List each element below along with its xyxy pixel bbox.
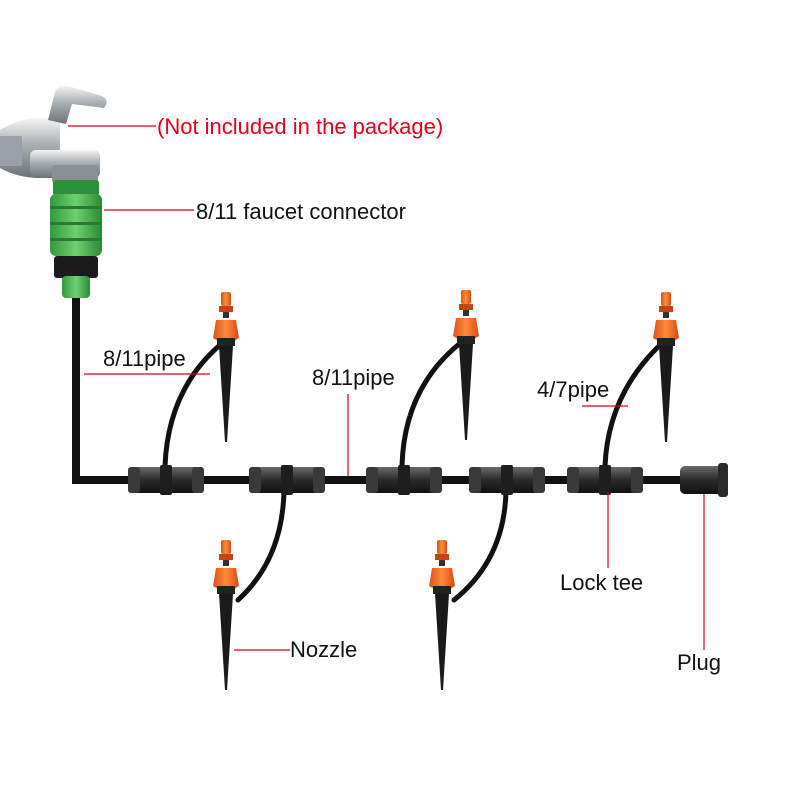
pipe-branch-label: 4/7pipe [537, 377, 609, 402]
faucet-connector-label: 8/11 faucet connector [196, 199, 406, 224]
lock-tee-1 [128, 465, 204, 495]
nozzle-5 [429, 540, 455, 690]
nozzle-3 [653, 292, 679, 442]
nozzle-4 [213, 540, 239, 690]
branch-pipes [162, 342, 663, 603]
not-included-label: (Not included in the package) [157, 114, 443, 139]
coupler-2 [469, 465, 545, 495]
faucet-icon [0, 85, 107, 183]
lock-tee-label: Lock tee [560, 570, 643, 595]
pipe-main-mid-label: 8/11pipe [312, 365, 395, 390]
plug [680, 463, 728, 497]
pipe-main-left-label: 8/11pipe [103, 346, 186, 371]
leader-lines [68, 125, 705, 651]
lock-tee-2 [366, 465, 442, 495]
faucet-connector [50, 180, 102, 298]
nozzle-1 [213, 292, 239, 442]
lock-tee-3 [567, 465, 643, 495]
nozzle-2 [453, 290, 479, 440]
coupler-1 [249, 465, 325, 495]
nozzle-label: Nozzle [290, 637, 357, 662]
plug-label: Plug [677, 650, 721, 675]
